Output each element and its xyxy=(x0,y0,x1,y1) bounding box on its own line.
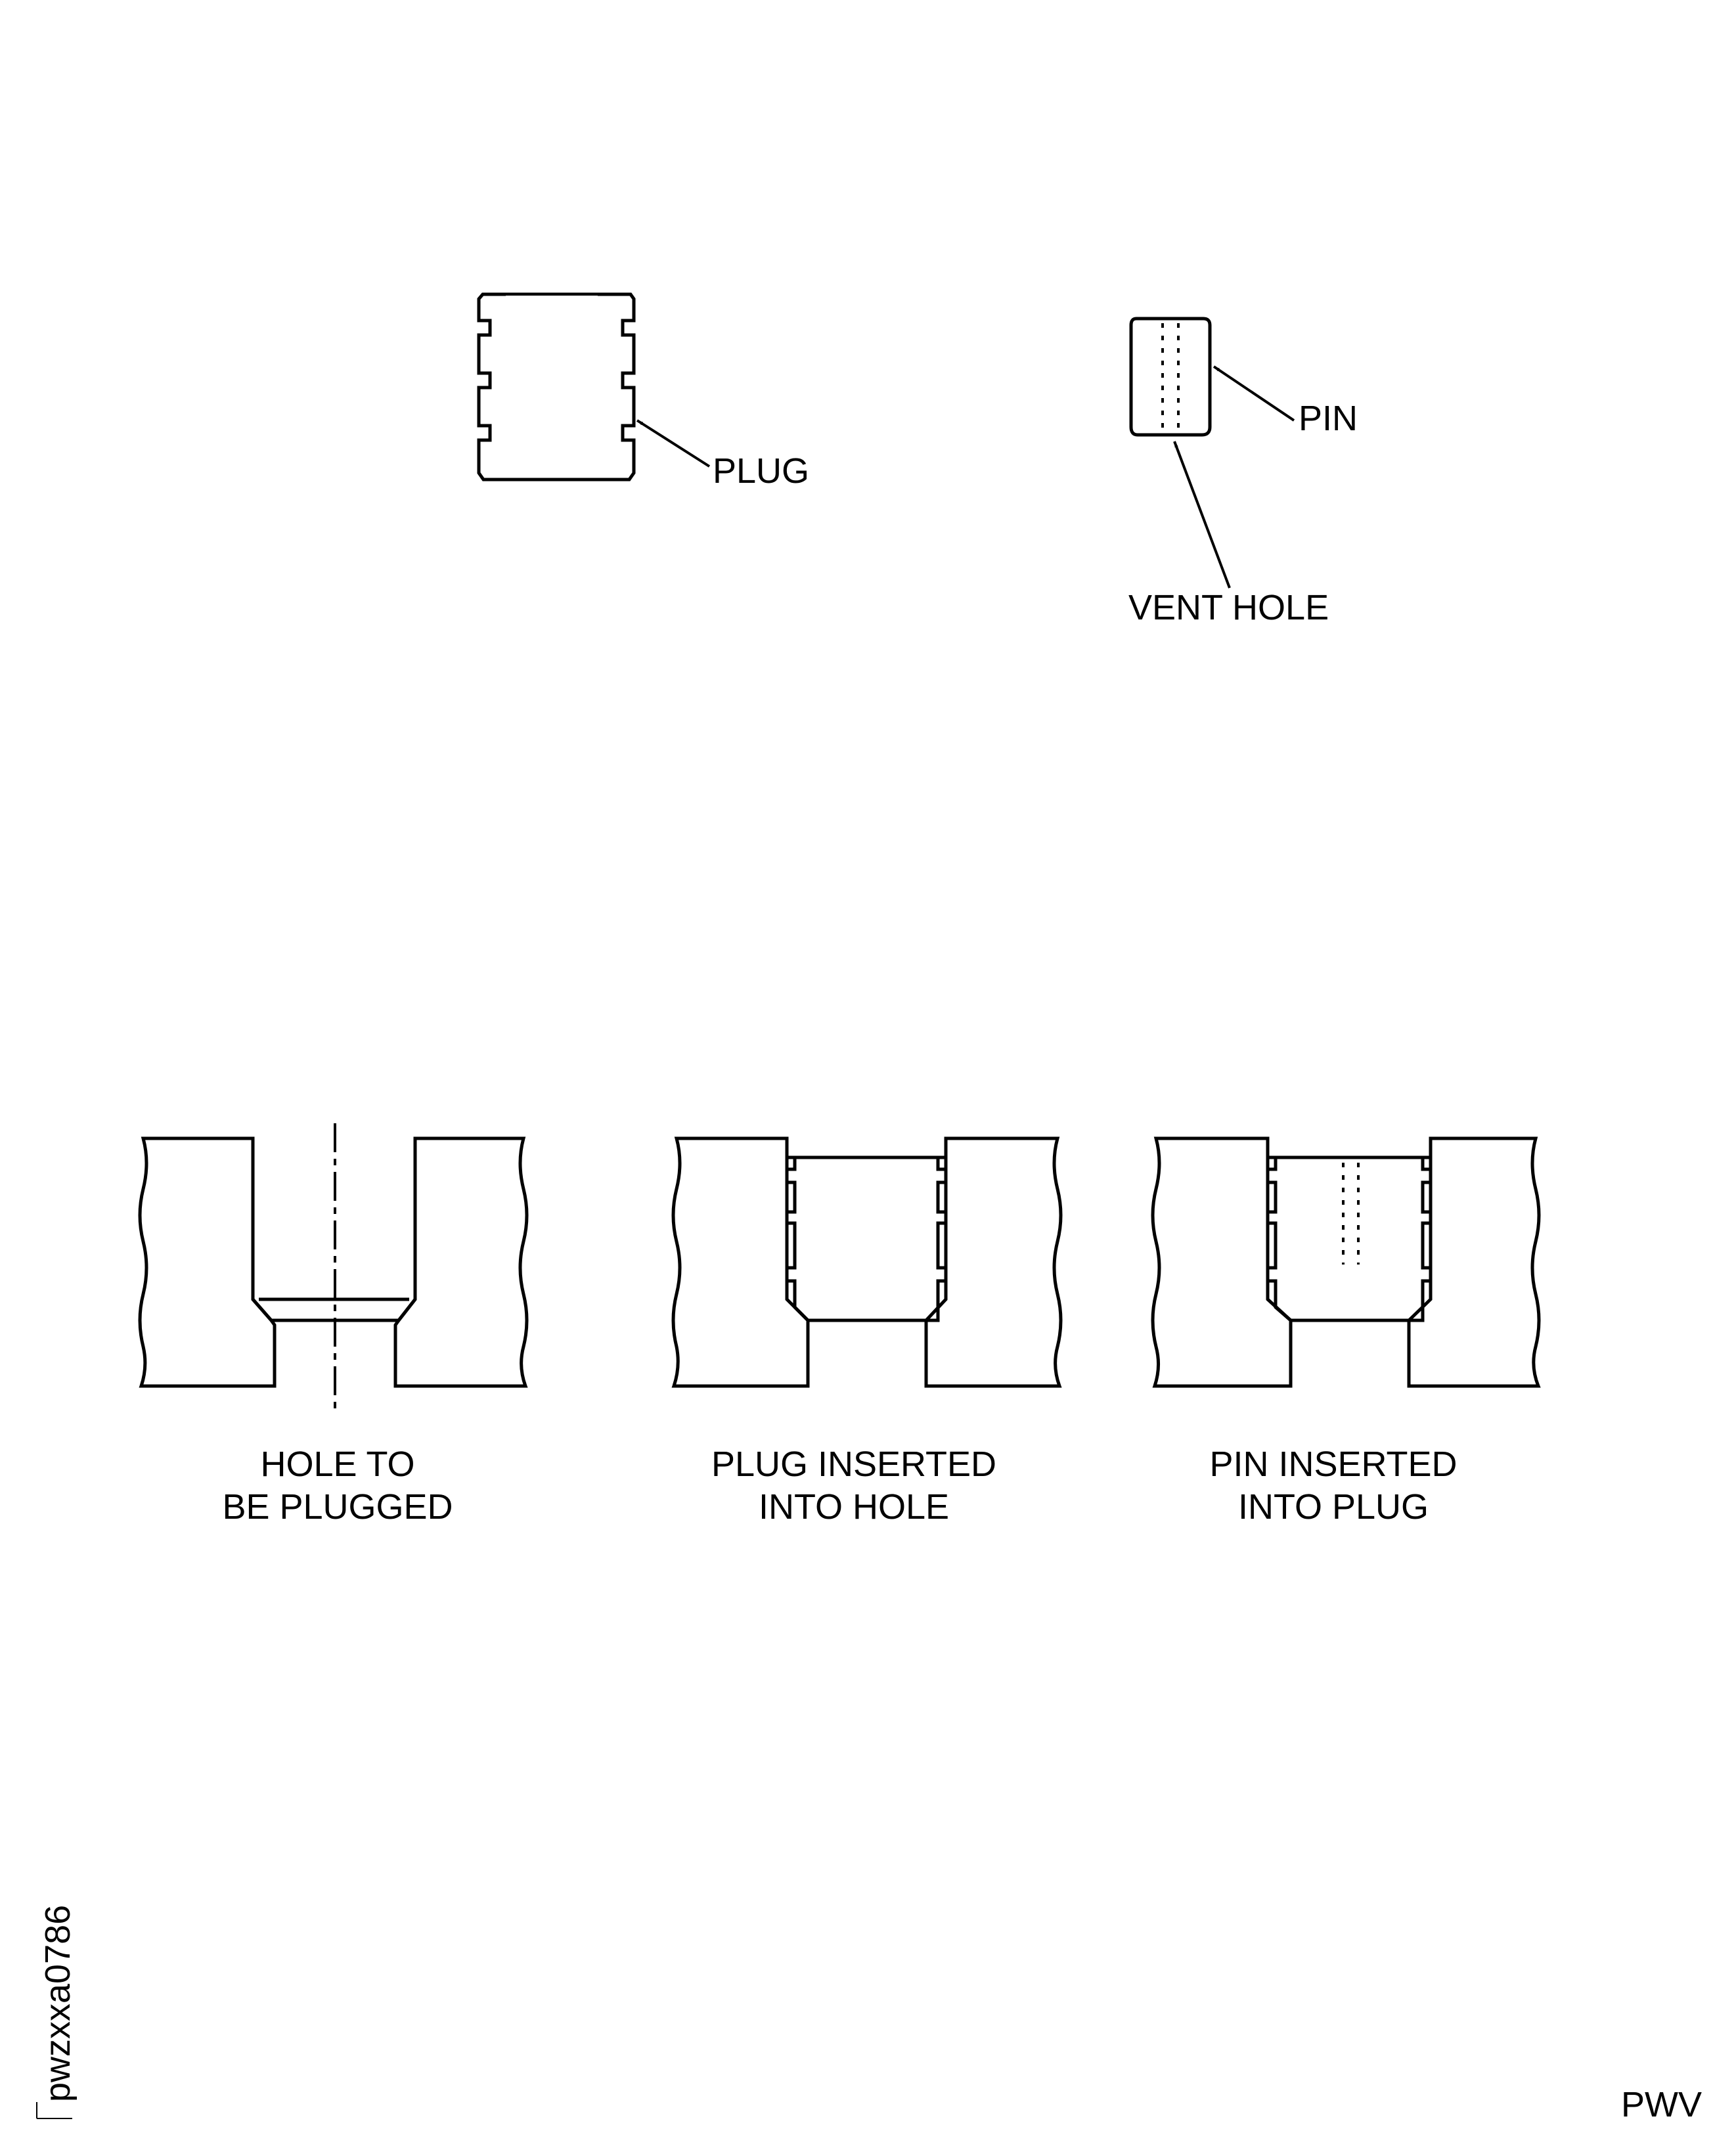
caption-pin-line1: PIN INSERTED xyxy=(1209,1445,1457,1484)
base-block-left-2 xyxy=(671,1136,810,1388)
section-pin-inserted: PIN INSERTED INTO PLUG xyxy=(1151,1136,1541,1527)
plug-body xyxy=(477,292,636,482)
plug-bore-2 xyxy=(828,1159,906,1268)
caption-hole-line2: BE PLUGGED xyxy=(222,1487,453,1527)
section-hole-to-be-plugged: HOLE TO BE PLUGGED xyxy=(138,1123,529,1527)
pin-detail: PIN VENT HOLE xyxy=(1128,317,1358,627)
pin-body xyxy=(1129,317,1212,437)
base-block-right-3 xyxy=(1407,1136,1541,1388)
pin-label: PIN xyxy=(1299,399,1358,438)
pin-leader xyxy=(1213,365,1295,422)
plug-label: PLUG xyxy=(713,451,809,491)
vent-hole-label: VENT HOLE xyxy=(1128,588,1329,627)
figure-id-text: pwzxxa0786 xyxy=(38,1905,78,2102)
plug-leader xyxy=(636,419,711,468)
corner-mark: PWV xyxy=(1621,2085,1702,2124)
caption-plug-line2: INTO HOLE xyxy=(759,1487,949,1527)
vent-hole-leader xyxy=(1173,441,1231,589)
plug-detail: PLUG xyxy=(477,292,809,491)
pin-in-plug xyxy=(1310,1159,1389,1268)
caption-hole-line1: HOLE TO xyxy=(260,1445,414,1484)
figure-id-mark: pwzxxa0786 xyxy=(36,1905,78,2119)
base-block-right xyxy=(393,1136,529,1388)
base-block-right-2 xyxy=(924,1136,1063,1388)
caption-plug-line1: PLUG INSERTED xyxy=(711,1445,996,1484)
plug-taper-bore xyxy=(506,296,598,436)
section-plug-inserted: PLUG INSERTED INTO HOLE xyxy=(671,1136,1063,1527)
base-block-left xyxy=(138,1136,277,1388)
caption-pin-line2: INTO PLUG xyxy=(1238,1487,1429,1527)
base-block-left-3 xyxy=(1151,1136,1293,1388)
inserted-plug-2 xyxy=(785,1155,948,1322)
inserted-plug-3 xyxy=(1266,1155,1433,1322)
